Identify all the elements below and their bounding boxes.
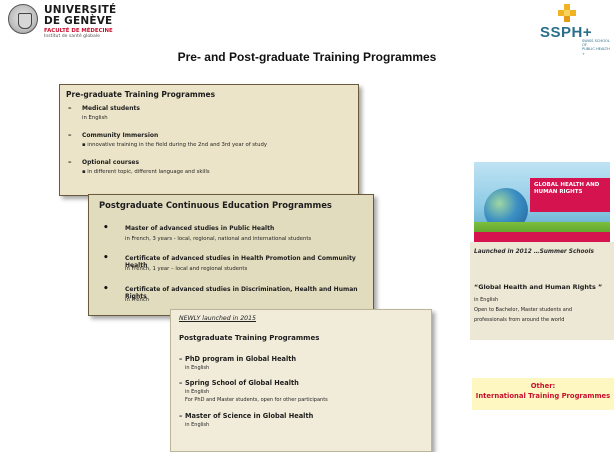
dash-icon: – — [179, 412, 183, 420]
university-crest-icon — [8, 4, 38, 34]
dash-icon: – — [179, 355, 183, 363]
pregraduate-title: Pre-graduate Training Programmes — [66, 90, 216, 99]
page-title: Pre- and Post-graduate Training Programm… — [177, 50, 437, 64]
dash-icon: – — [68, 104, 72, 112]
continuous-title: Postgraduate Continuous Education Progra… — [99, 200, 332, 210]
continuous-education-box: Postgraduate Continuous Education Progra… — [88, 194, 374, 316]
ssph-mark-icon — [558, 4, 576, 22]
continuous-item-sub: in French, 3 years - local, regional, na… — [125, 236, 312, 242]
summer-launched: Launched in 2012 …Summer Schools — [474, 249, 594, 255]
ssph-logo: SSPH+ SWISS SCHOOL OF PUBLIC HEALTH + — [540, 4, 612, 56]
summer-language: in English — [474, 297, 499, 303]
pregraduate-item-heading: Optional courses — [82, 159, 140, 166]
dash-icon: – — [179, 379, 183, 387]
newly-title: Postgraduate Training Programmes — [179, 334, 320, 342]
newly-launched-box: NEWLY launched in 2015 Postgraduate Trai… — [170, 309, 432, 452]
dash-icon: – — [68, 158, 72, 166]
other-label: Other: — [530, 382, 556, 390]
continuous-item-heading: Master of advanced studies in Public Hea… — [125, 225, 275, 232]
bullet-icon: • — [103, 253, 109, 263]
continuous-item-heading: Certificate of advanced studies in Healt… — [125, 255, 356, 269]
other-programmes-box — [472, 378, 614, 410]
pregraduate-item-sub: ▪ innovative training in the field durin… — [82, 142, 267, 148]
other-programmes-title: International Training Programmes — [475, 392, 611, 400]
university-logo: UNIVERSITÉ DE GENÈVE FACULTÉ DE MÉDECINE… — [8, 4, 158, 40]
bullet-icon: • — [103, 284, 109, 294]
dash-icon: – — [68, 131, 72, 139]
institute-name: Institut de santé globale — [44, 34, 100, 39]
newly-item-sub: in English — [185, 365, 210, 371]
newly-item-heading: Master of Science in Global Health — [185, 412, 314, 420]
continuous-item-sub: in French, 1 year – local and regional s… — [125, 266, 248, 272]
newly-item-heading: PhD program in Global Health — [185, 355, 297, 363]
newly-item-heading: Spring School of Global Health — [185, 379, 299, 387]
continuous-item-sub: in French — [125, 297, 150, 303]
newly-item-sub: in English — [185, 389, 210, 395]
summer-school-box — [470, 242, 614, 340]
summer-title: “Global Health and Human Rights ” — [474, 283, 603, 291]
summer-audience-line1: Open to Bachelor, Master students and — [474, 307, 573, 313]
ssph-subtitle-line2: PUBLIC HEALTH + — [582, 47, 610, 56]
summer-audience-line2: professionals from around the world — [474, 317, 565, 323]
continuous-item-heading: Certificate of advanced studies in Discr… — [125, 286, 358, 300]
newly-label: NEWLY launched in 2015 — [179, 315, 256, 322]
pregraduate-item-sub: ▪ in different topic, different language… — [82, 169, 210, 175]
university-name-line1: UNIVERSITÉ — [44, 4, 117, 16]
ssph-subtitle: SWISS SCHOOL OF PUBLIC HEALTH + — [582, 39, 612, 56]
poster-banner-text: GLOBAL HEALTH AND HUMAN RIGHTS — [534, 182, 600, 195]
newly-item-sub: in English — [185, 422, 210, 428]
pregraduate-item-heading: Medical students — [82, 105, 140, 112]
ssph-subtitle-line1: SWISS SCHOOL OF — [582, 39, 610, 48]
bullet-icon: • — [103, 223, 109, 233]
pregraduate-item-sub: in English — [82, 115, 108, 121]
pregraduate-box: Pre-graduate Training Programmes – Medic… — [59, 84, 359, 196]
university-name-line2: DE GENÈVE — [44, 15, 113, 27]
summer-school-poster: GLOBAL HEALTH AND HUMAN RIGHTS — [474, 162, 610, 242]
newly-item-sub: For PhD and Master students, open for ot… — [185, 397, 328, 403]
faculty-name: FACULTÉ DE MÉDECINE — [44, 28, 113, 34]
poster-banner — [530, 178, 610, 212]
ssph-name: SSPH+ — [540, 24, 593, 41]
poster-footer — [474, 232, 610, 242]
pregraduate-item-heading: Community Immersion — [82, 132, 159, 139]
